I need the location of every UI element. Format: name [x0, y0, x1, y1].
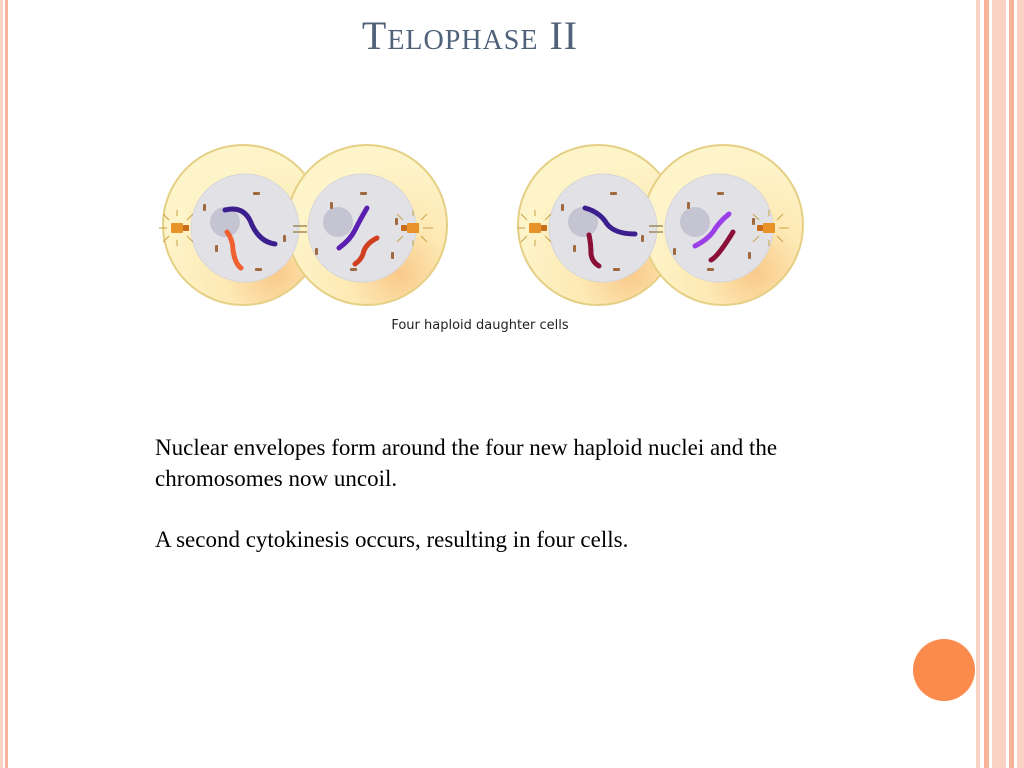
telophase-figure: Four haploid daughter cells — [155, 140, 805, 340]
body-paragraph: Nuclear envelopes form around the four n… — [155, 435, 778, 491]
nucleus — [307, 173, 417, 283]
nucleus — [190, 173, 300, 283]
figure-caption: Four haploid daughter cells — [391, 318, 569, 333]
cell-illustration — [159, 144, 804, 306]
left-border — [0, 0, 10, 768]
nucleus — [664, 173, 774, 283]
right-stripe — [1009, 0, 1014, 768]
chromosome — [692, 211, 732, 249]
chromosome — [586, 232, 602, 269]
cell-pair-left — [159, 144, 448, 306]
nucleolus — [568, 207, 598, 237]
centriole — [517, 210, 552, 246]
centriole — [396, 210, 433, 246]
centriole — [752, 210, 789, 246]
nucleolus — [210, 207, 240, 237]
chromosome — [708, 229, 736, 263]
nucleus — [548, 173, 658, 283]
chromosome — [352, 235, 380, 267]
accent-circle — [913, 639, 975, 701]
body-paragraph: A second cytokinesis occurs, resulting i… — [155, 527, 629, 552]
cell-pair-right — [517, 144, 804, 306]
slide-body: Nuclear envelopes form around the four n… — [155, 432, 855, 585]
left-stripe — [5, 0, 8, 768]
chromosome — [224, 229, 244, 271]
nucleolus — [323, 207, 353, 237]
left-stripe — [0, 0, 3, 768]
nucleolus — [680, 207, 710, 237]
right-border — [976, 0, 1024, 768]
right-stripe — [976, 0, 980, 768]
chromosome — [336, 205, 370, 251]
centriole — [159, 210, 194, 246]
slide-title: Telophase II — [361, 13, 579, 58]
chromosome — [582, 205, 638, 237]
chromosome — [222, 206, 278, 247]
right-stripe — [984, 0, 989, 768]
right-stripe — [1017, 0, 1024, 768]
right-stripe — [992, 0, 1006, 768]
